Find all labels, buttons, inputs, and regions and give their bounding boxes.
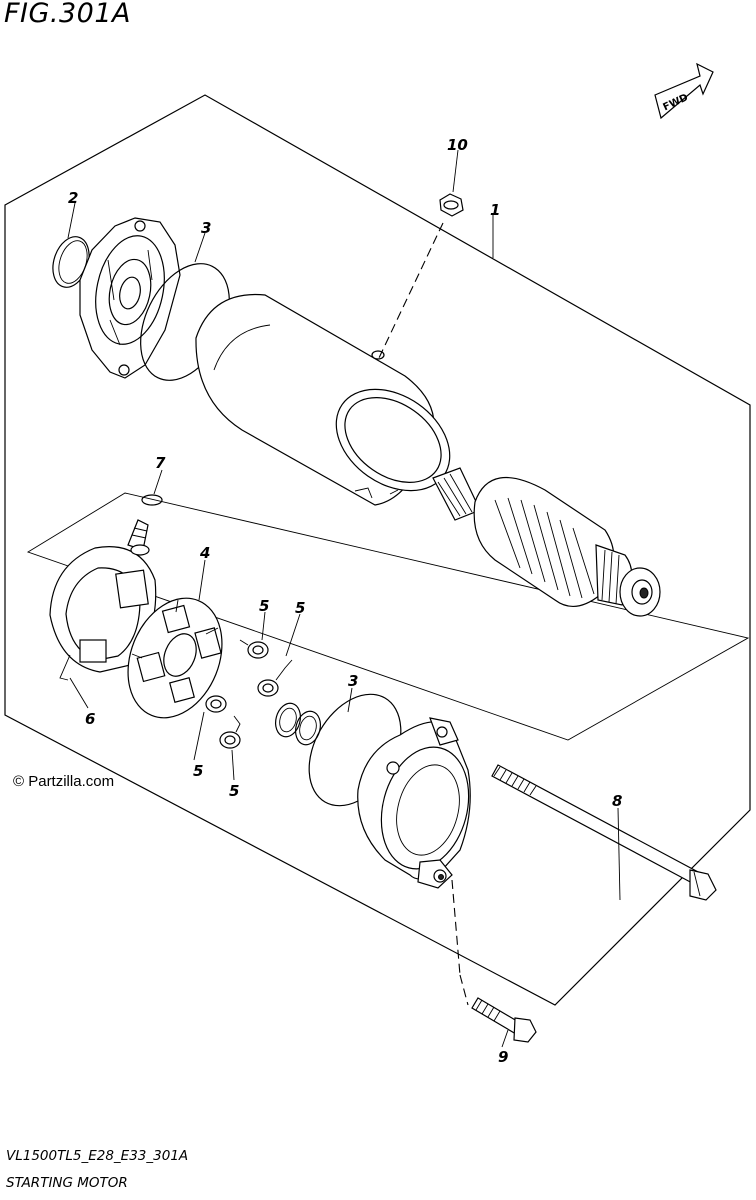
front-housing[interactable] (79, 217, 181, 379)
callout-10: 10 (447, 136, 468, 154)
thrust-washers[interactable] (272, 700, 324, 747)
callout-2: 2 (68, 189, 78, 207)
callout-5-c: 5 (193, 762, 203, 780)
fwd-label: FWD (662, 92, 690, 113)
callout-3-lower: 3 (348, 672, 358, 690)
brush-spring-part-5-d[interactable] (219, 715, 241, 749)
callout-1: 1 (490, 201, 500, 219)
brush-spring-part-5-c[interactable] (205, 695, 227, 713)
partzilla-watermark: © Partzilla.com (13, 773, 115, 790)
rear-housing[interactable] (357, 717, 482, 889)
starter-assembly-outline (4, 94, 751, 1006)
figure-title: FIG.301A (4, 0, 132, 29)
callout-4: 4 (199, 544, 210, 562)
model-code: VL1500TL5_E28_E33_301A (6, 1148, 189, 1164)
brush-spring-part-5-b[interactable] (257, 659, 293, 697)
callout-5-d: 5 (229, 782, 239, 800)
nut-axis-line (377, 222, 444, 361)
through-bolt-part-8[interactable] (491, 764, 717, 901)
callout-leader-lines (67, 149, 621, 1048)
callout-7: 7 (155, 454, 166, 472)
callout-labels: 1 2 3 3 4 5 5 5 5 6 7 8 9 10 (68, 136, 622, 1066)
nut-part-10[interactable] (439, 193, 464, 217)
brush-plate-part-4[interactable] (111, 584, 239, 732)
fwd-direction-arrow-icon: FWD (654, 62, 714, 120)
callout-5-b: 5 (295, 599, 305, 617)
brush-plate-group-outline (26, 492, 750, 741)
brush-holder-part-6[interactable] (49, 519, 157, 681)
armature[interactable] (432, 467, 661, 617)
callout-3-upper: 3 (201, 219, 211, 237)
small-o-ring-part-7[interactable] (141, 494, 163, 506)
bolt-9-axis-line (451, 879, 461, 976)
brush-spring-part-5-a[interactable] (239, 639, 269, 659)
callout-5-a: 5 (259, 597, 269, 615)
bolt-part-9[interactable] (471, 997, 537, 1043)
motor-yoke-housing[interactable] (195, 293, 469, 512)
callout-8: 8 (612, 792, 622, 810)
callout-6: 6 (85, 710, 95, 728)
callout-9: 9 (498, 1048, 508, 1066)
figure-caption: STARTING MOTOR (6, 1175, 128, 1191)
